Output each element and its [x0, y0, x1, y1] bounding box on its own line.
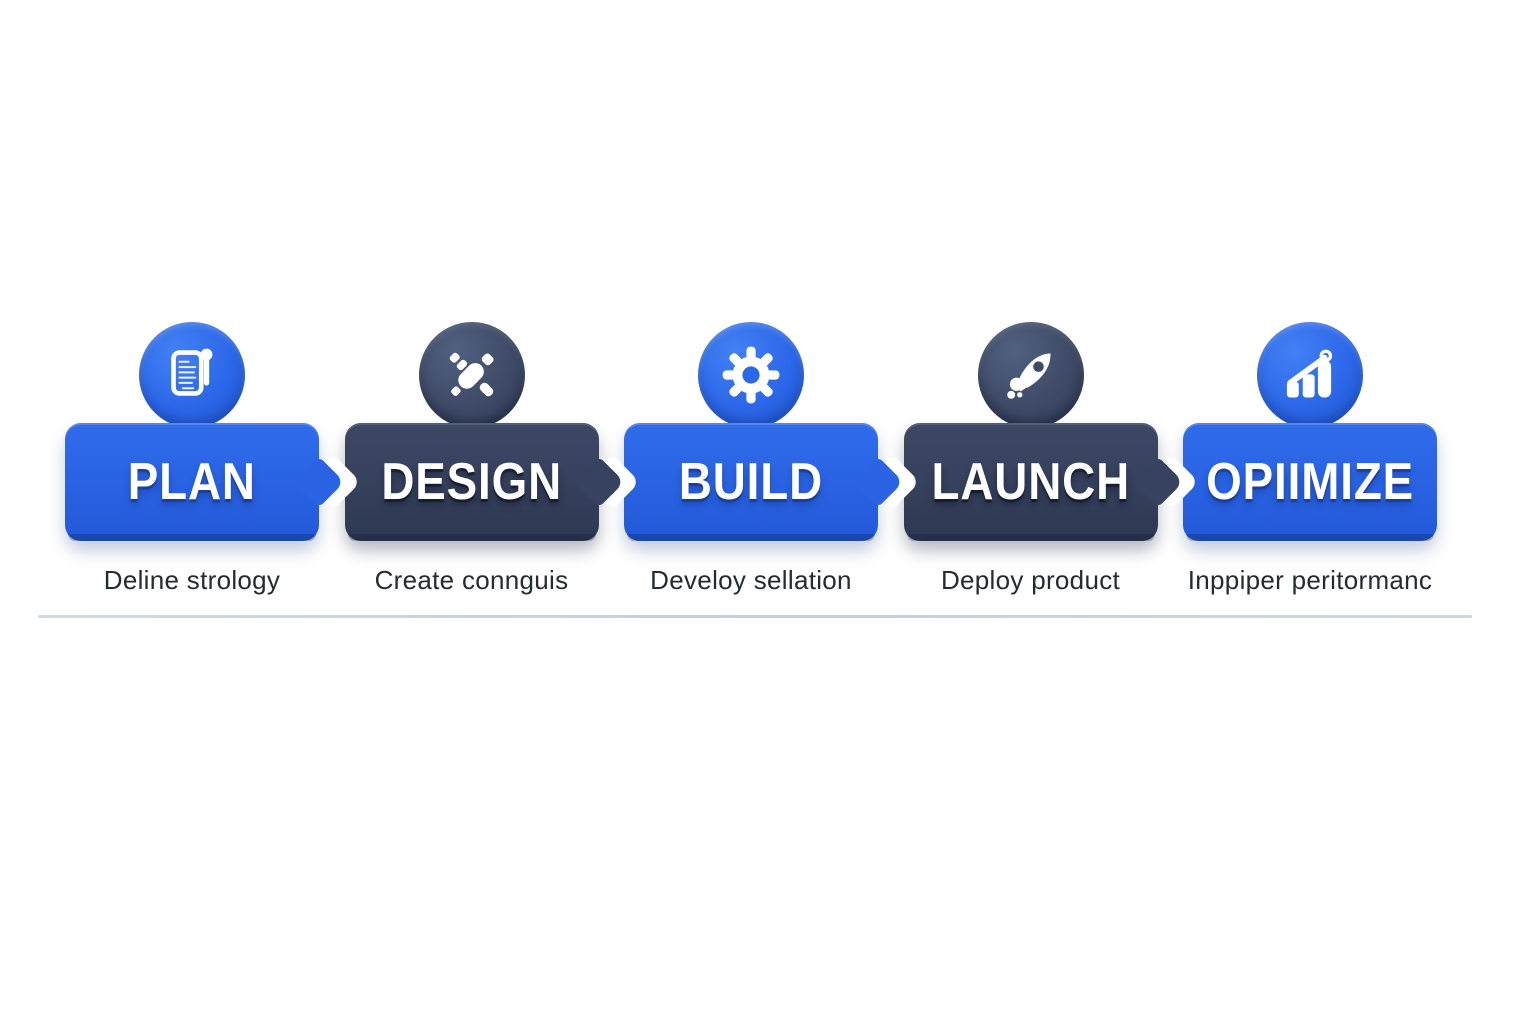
- process-row: PLAN Deline strology DESIGN Create conng…: [65, 322, 1437, 602]
- stage-caption: Develoy sellation: [650, 565, 852, 595]
- stage-launch: LAUNCH Deploy product: [865, 322, 1183, 602]
- stage-icon-circle: [1257, 322, 1363, 428]
- stage-icon-circle: [977, 322, 1084, 428]
- stage-banner: DESIGN: [306, 423, 624, 541]
- stage-design: DESIGN Create connguis: [306, 322, 624, 602]
- stage-banner: OPIIMIZE: [1145, 423, 1437, 541]
- stage-build: BUILD Develoy sellation: [586, 322, 904, 602]
- divider-line: [38, 615, 1472, 618]
- stage-caption: Deploy product: [940, 565, 1121, 595]
- stage-banner: LAUNCH: [865, 423, 1183, 541]
- stage-label: PLAN: [127, 453, 257, 511]
- stage-label: BUILD: [678, 453, 824, 511]
- bar-chart-arrow-icon: [1286, 349, 1333, 398]
- stage-plan: PLAN Deline strology: [65, 322, 345, 602]
- stage-label: OPIIMIZE: [1206, 453, 1414, 511]
- stage-caption: Inppiper peritormanc: [1187, 565, 1433, 595]
- crossed-tools-icon: [449, 352, 494, 397]
- stage-banner: PLAN: [65, 423, 345, 541]
- stage-label: DESIGN: [381, 453, 562, 511]
- stage-icon-circle: [139, 322, 245, 428]
- rocket-icon: [1006, 353, 1050, 399]
- stage-banner: BUILD: [586, 423, 904, 541]
- stage-caption: Create connguis: [374, 565, 569, 595]
- stage-optimize: OPIIMIZE Inppiper peritormanc: [1145, 322, 1437, 602]
- stage-caption: Deline strology: [103, 565, 281, 595]
- stage-icon-circle: [418, 322, 525, 428]
- stage-label: LAUNCH: [931, 453, 1130, 511]
- clipboard-pen-icon: [171, 348, 213, 396]
- gear-icon: [722, 346, 780, 404]
- stage-icon-circle: [698, 322, 804, 428]
